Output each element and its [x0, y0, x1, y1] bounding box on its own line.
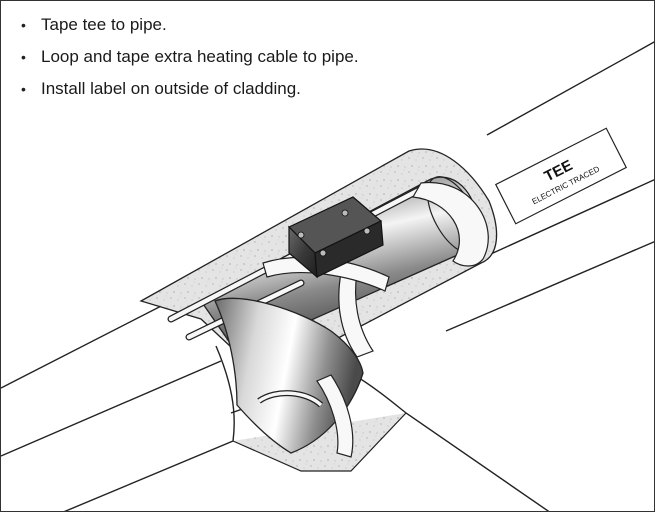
instruction-item: Loop and tape extra heating cable to pip…	[19, 41, 359, 73]
instruction-item: Tape tee to pipe.	[19, 9, 359, 41]
cladding-label: TEE ELECTRIC TRACED	[494, 127, 628, 225]
instruction-item: Install label on outside of cladding.	[19, 73, 359, 105]
tee-connection-box	[287, 196, 384, 279]
branch-pipe	[214, 297, 364, 454]
instruction-list: Tape tee to pipe. Loop and tape extra he…	[19, 9, 359, 105]
